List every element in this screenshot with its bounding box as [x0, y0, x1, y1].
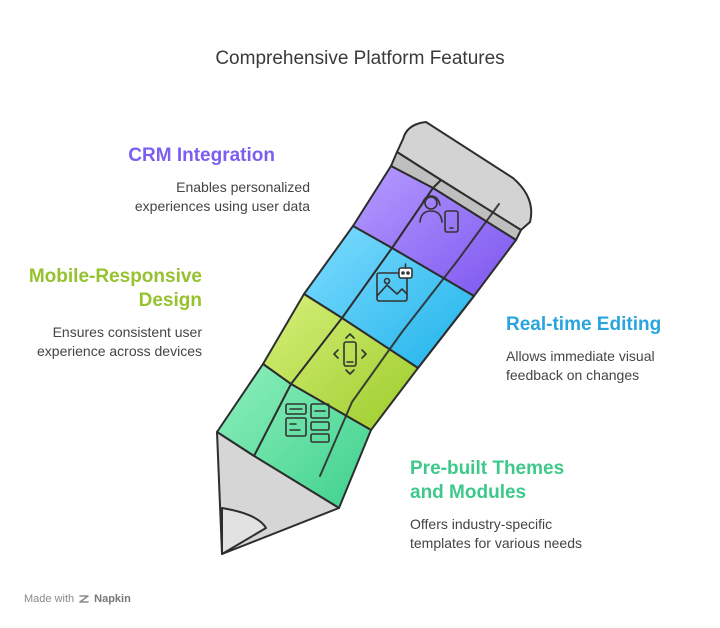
napkin-brand: Napkin	[94, 593, 131, 605]
page-title: Comprehensive Platform Features	[215, 48, 505, 69]
feature-themes-description: Offers industry-specific templates for v…	[410, 515, 660, 553]
feature-crm-heading: CRM Integration	[128, 145, 275, 166]
layout-modules-icon	[285, 403, 330, 443]
feature-crm-desc-line-2: experiences using user data	[134, 198, 310, 214]
feature-crm-description: Enables personalized experiences using u…	[60, 178, 310, 216]
feature-realtime-desc-line-1: Allows immediate visual	[506, 348, 655, 364]
feature-mobile-heading: Mobile-Responsive Design	[0, 265, 202, 313]
feature-themes-desc-line-1: Offers industry-specific	[410, 516, 553, 532]
feature-realtime-heading: Real-time Editing	[506, 314, 662, 335]
napkin-logo-icon	[79, 595, 89, 603]
feature-themes-heading-line-1: Pre-built Themes	[410, 458, 565, 479]
user-phone-icon	[419, 195, 459, 233]
feature-realtime-description: Allows immediate visual feedback on chan…	[506, 347, 706, 385]
feature-mobile-desc-line-2: experience across devices	[37, 343, 202, 359]
feature-themes-heading-line-2: and Modules	[410, 482, 527, 503]
feature-crm-desc-line-1: Enables personalized	[176, 179, 310, 195]
feature-mobile-heading-line-2: Design	[138, 290, 202, 311]
made-with-label: Made with	[24, 593, 75, 605]
made-with-badge[interactable]: Made with Napkin	[24, 593, 131, 605]
feature-realtime-desc-line-2: feedback on changes	[506, 367, 640, 383]
feature-themes-desc-line-2: templates for various needs	[410, 535, 582, 551]
image-ai-icon	[376, 263, 413, 302]
feature-mobile-heading-line-1: Mobile-Responsive	[28, 266, 202, 287]
pencil-eraser	[396, 121, 533, 231]
feature-themes-heading: Pre-built Themes and Modules	[410, 457, 660, 505]
pencil-lead	[221, 507, 267, 555]
feature-mobile-description: Ensures consistent user experience acros…	[0, 323, 202, 361]
responsive-phone-icon	[333, 333, 367, 375]
feature-mobile-desc-line-1: Ensures consistent user	[52, 324, 202, 340]
